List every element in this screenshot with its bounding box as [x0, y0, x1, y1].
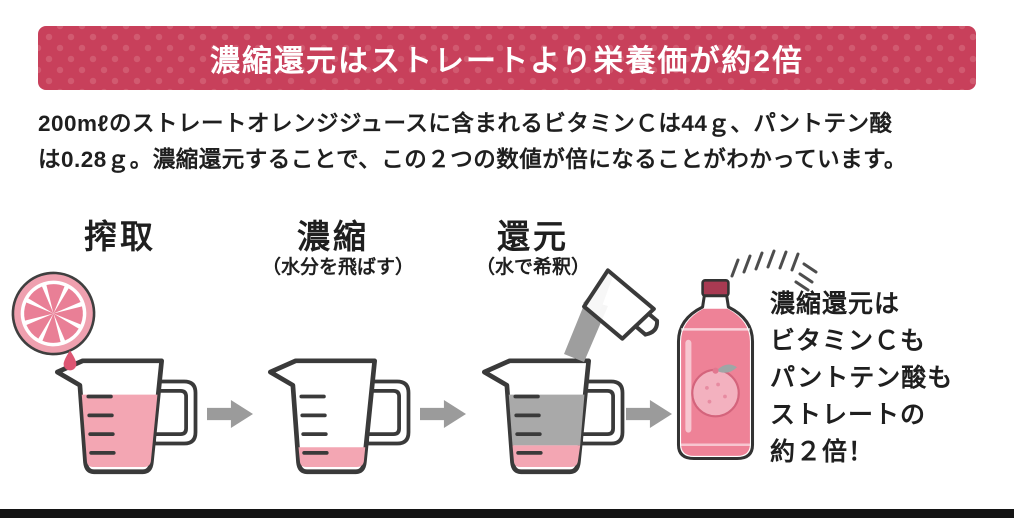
callout-line-3: パントテン酸も	[770, 364, 954, 392]
callout-line-1: 濃縮還元は	[770, 290, 901, 318]
measuring-cup-concentration-icon	[267, 358, 411, 475]
arrow-right-icon	[420, 400, 466, 428]
arrow-right-icon	[626, 400, 672, 428]
intro-paragraph: 200mℓのストレートオレンジジュースに含まれるビタミンＣは44ｇ、パントテン酸…	[38, 106, 988, 178]
measuring-cup-extraction-icon	[54, 358, 198, 475]
callout-text: 濃縮還元は ビタミンＣも パントテン酸も ストレートの 約２倍！	[770, 286, 953, 471]
stage-label-reconstitution: 還元	[497, 218, 569, 255]
water-pitcher-icon	[564, 268, 660, 362]
stage-label-extraction: 搾取	[84, 218, 156, 255]
banner-title: 濃縮還元はストレートより栄養価が約2倍	[209, 45, 805, 78]
juice-bottle-icon	[676, 279, 755, 461]
callout-line-2: ビタミンＣも	[770, 327, 927, 355]
stage-label-concentration: 濃縮	[297, 218, 369, 255]
arrow-right-icon	[207, 400, 253, 428]
footer-bar	[0, 509, 1014, 518]
stage-sublabel-reconstitution: （水で希釈）	[475, 257, 590, 278]
stage-sublabel-concentration: （水分を飛ばす）	[261, 257, 414, 278]
grapefruit-slice-icon	[11, 271, 96, 356]
intro-line-1: 200mℓのストレートオレンジジュースに含まれるビタミンＣは44ｇ、パントテン酸	[38, 111, 893, 136]
callout-line-4: ストレートの	[770, 401, 927, 429]
juice-droplet-icon	[63, 350, 77, 371]
measuring-cup-reconstitution-icon	[481, 358, 625, 475]
callout-line-5: 約２倍！	[770, 438, 875, 466]
emphasis-marks-icon	[730, 249, 818, 292]
title-banner: 濃縮還元はストレートより栄養価が約2倍	[38, 26, 976, 90]
intro-line-2: は0.28ｇ。濃縮還元することで、この２つの数値が倍になることがわかっています。	[38, 147, 907, 172]
